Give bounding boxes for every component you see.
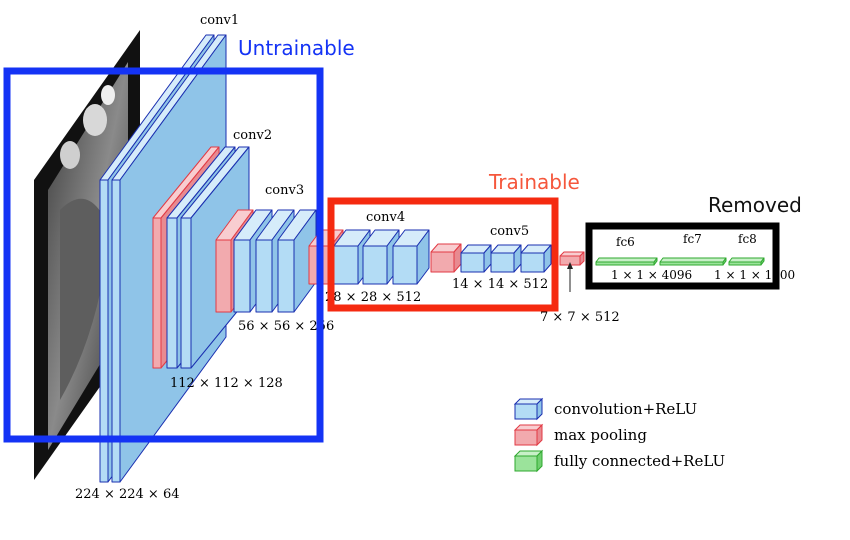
- label-fc7: fc7: [683, 232, 702, 246]
- dim-14: 14 × 14 × 512: [452, 277, 548, 292]
- pool5-arrow: [567, 262, 573, 292]
- pool5-block: [559, 251, 585, 266]
- label-fc8: fc8: [738, 232, 757, 246]
- fc-layer-bars: [595, 257, 765, 266]
- label-conv4: conv4: [366, 210, 405, 225]
- legend-pool-label: max pooling: [554, 426, 647, 444]
- legend-pool-swatch: [513, 423, 544, 447]
- trainable-box: [327, 197, 559, 312]
- dim-fc-1000: 1 × 1 × 1000: [714, 268, 795, 282]
- dim-224: 224 × 224 × 64: [75, 487, 179, 502]
- fc7-bar: [659, 257, 727, 266]
- fc8-bar: [728, 257, 765, 266]
- untrainable-box: [3, 67, 324, 443]
- conv4-block-3: [392, 229, 430, 285]
- legend-fc-label: fully connected+ReLU: [554, 452, 725, 470]
- untrainable-label: Untrainable: [238, 36, 355, 60]
- dim-7: 7 × 7 × 512: [540, 310, 620, 325]
- conv5-block-2: [490, 244, 522, 273]
- label-conv5: conv5: [490, 224, 529, 239]
- dim-28: 28 × 28 × 512: [325, 290, 421, 305]
- fc6-bar: [595, 257, 658, 266]
- legend-fc-swatch: [513, 449, 544, 473]
- legend-conv-swatch: [513, 397, 544, 421]
- dim-fc-4096: 1 × 1 × 4096: [611, 268, 692, 282]
- trainable-label: Trainable: [488, 170, 580, 194]
- legend: convolution+ReLU max pooling fully conne…: [513, 397, 725, 473]
- label-conv1: conv1: [200, 13, 239, 28]
- pool4-block: [430, 243, 462, 273]
- dim-56: 56 × 56 × 256: [238, 319, 334, 334]
- conv5-block-1: [460, 244, 492, 273]
- conv5-block-3: [520, 244, 552, 273]
- conv3-block-3: [277, 209, 317, 313]
- dim-112: 112 × 112 × 128: [170, 376, 283, 391]
- input-image: [34, 30, 140, 480]
- legend-conv-label: convolution+ReLU: [554, 400, 697, 418]
- label-conv3: conv3: [265, 183, 304, 198]
- removed-label: Removed: [708, 193, 802, 217]
- label-fc6: fc6: [616, 235, 635, 249]
- label-conv2: conv2: [233, 128, 272, 143]
- layer-blocks: [99, 34, 585, 483]
- removed-box: [585, 222, 780, 290]
